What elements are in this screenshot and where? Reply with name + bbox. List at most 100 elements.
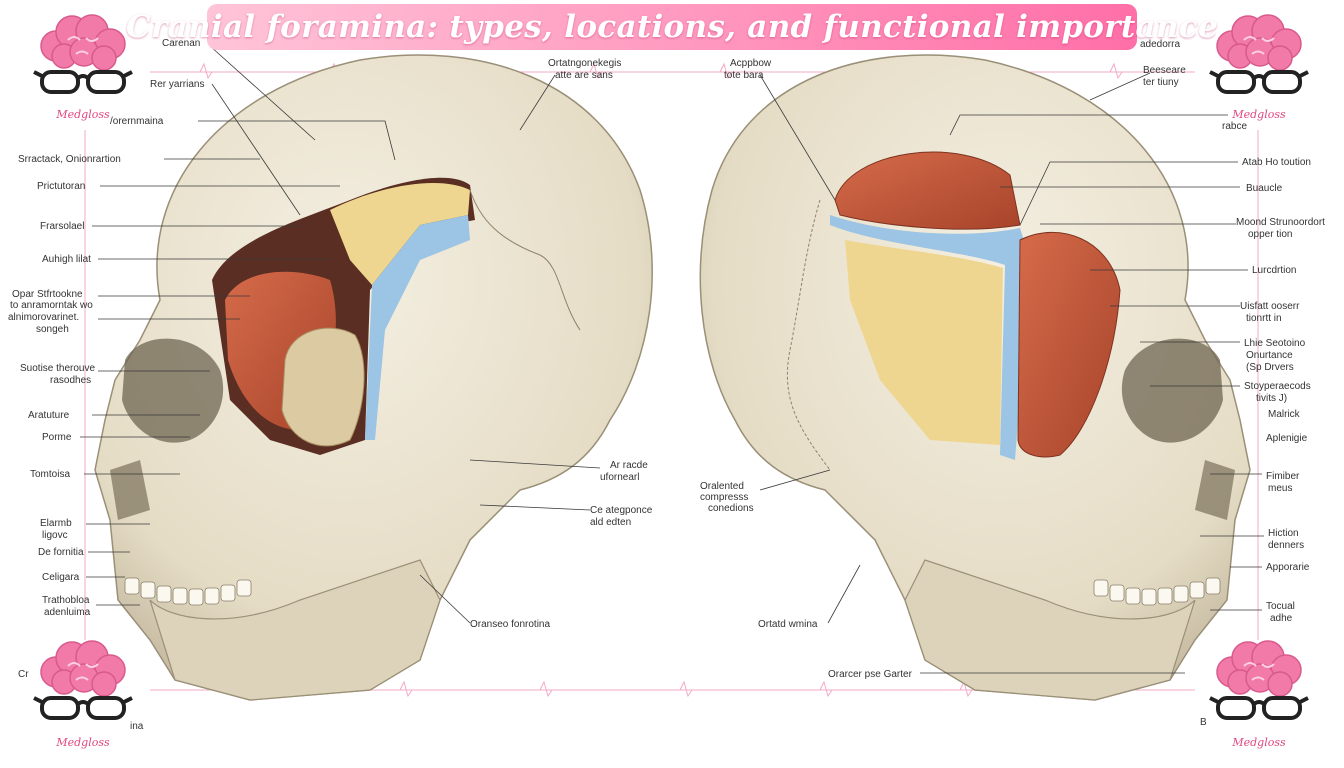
- right-dura: [845, 240, 1003, 445]
- left-orbit: [122, 338, 224, 443]
- label-l9b: rasodhes: [50, 375, 91, 386]
- left-membrane: [365, 215, 470, 440]
- left-labels: Carenan Rer yarrians /orernmaina Srracta…: [8, 38, 204, 732]
- label-l10: Aratuture: [28, 410, 70, 421]
- label-c2b: tote bara: [724, 70, 764, 81]
- right-nasal: [1195, 460, 1235, 520]
- label-l14: De fornitia: [38, 547, 84, 558]
- left-brain-tissue: [281, 327, 365, 447]
- center-labels: Ortatngonekegis atte are sans Acppbow to…: [470, 58, 913, 680]
- label-c6a: Oralented: [700, 481, 744, 492]
- right-orbit: [1121, 338, 1223, 443]
- label-c2a: Acppbow: [730, 58, 772, 69]
- brain-glasses-icon: [1209, 640, 1309, 720]
- label-c1b: atte are sans: [555, 70, 613, 81]
- label-r3: rabce: [1222, 121, 1247, 132]
- brand-logo-top-right: Medgloss: [1204, 10, 1314, 130]
- label-c1a: Ortatngonekegis: [548, 58, 621, 69]
- left-dura: [330, 182, 470, 285]
- left-mandible: [149, 559, 441, 701]
- brand-logo-top-left: Medgloss: [28, 10, 138, 130]
- page-title: Cranial foramina: types, locations, and …: [126, 9, 1218, 45]
- label-l9a: Suotise therouve: [20, 363, 95, 374]
- brain-glasses-icon: [33, 14, 133, 94]
- label-l5: Prictutoran: [37, 181, 85, 192]
- right-teeth: [1093, 577, 1221, 606]
- label-r5: Buaucle: [1246, 183, 1283, 194]
- right-skull: [699, 54, 1251, 701]
- label-c6c: conedions: [708, 503, 754, 514]
- brand-logo-bottom-left: Medgloss: [28, 636, 138, 756]
- label-r16b: adhe: [1270, 613, 1293, 624]
- label-r14b: denners: [1268, 540, 1304, 551]
- label-r10a: Stoyperaecods: [1244, 381, 1311, 392]
- label-c5: Oranseo fonrotina: [470, 619, 550, 630]
- label-r12: Aplenigie: [1266, 433, 1308, 444]
- label-l18: ina: [130, 721, 144, 732]
- label-l3: /orernmaina: [110, 116, 164, 127]
- label-l8a: Opar Stfrtookne: [12, 289, 83, 300]
- label-r1: adedorra: [1140, 39, 1180, 50]
- brain-glasses-icon: [1209, 14, 1309, 94]
- left-teeth: [124, 577, 252, 606]
- label-r17: B: [1200, 717, 1207, 728]
- label-l8d: songeh: [36, 324, 69, 335]
- label-c8: Orarcer pse Garter: [828, 669, 913, 680]
- label-r7: Lurcdrtion: [1252, 265, 1296, 276]
- label-r9b: Onurtance: [1246, 350, 1293, 361]
- label-r11: Malrick: [1268, 409, 1301, 420]
- label-c7: Ortatd wmina: [758, 619, 818, 630]
- label-l17: Cr: [18, 669, 29, 680]
- right-mandible: [904, 559, 1196, 701]
- label-l2: Rer yarrians: [150, 79, 204, 90]
- label-r2b: ter tiuny: [1143, 77, 1179, 88]
- label-c4a: Ce ategponce: [590, 505, 653, 516]
- label-l16a: Trathobloa: [42, 595, 90, 606]
- label-c6b: compresss: [700, 492, 748, 503]
- right-membrane: [830, 215, 1030, 460]
- brand-name: Medgloss: [56, 108, 110, 121]
- label-l4: Srractack, Onionrartion: [18, 154, 121, 165]
- label-r16a: Tocual: [1266, 601, 1295, 612]
- label-l6: Frarsolael: [40, 221, 84, 232]
- left-nasal: [110, 460, 150, 520]
- label-l15: Celigara: [42, 572, 80, 583]
- brand-name: Medgloss: [1232, 736, 1286, 749]
- label-l7: Auhigh lilat: [42, 254, 91, 265]
- title-banner: Cranial foramina: types, locations, and …: [126, 4, 1218, 50]
- label-r6b: opper tion: [1248, 229, 1292, 240]
- label-r4: Atab Ho toution: [1242, 157, 1311, 168]
- label-l13a: Elarmb: [40, 518, 72, 529]
- brand-name: Medgloss: [56, 736, 110, 749]
- label-l12: Tomtoisa: [30, 469, 70, 480]
- label-l1: Carenan: [162, 38, 200, 49]
- right-suture: [786, 199, 831, 471]
- brain-glasses-icon: [33, 640, 133, 720]
- label-c3b: ufornearl: [600, 472, 639, 483]
- label-r6a: Moond Strunoordort: [1236, 217, 1325, 228]
- label-r8b: tionrtt in: [1246, 313, 1282, 324]
- label-r9c: (Sp Drvers: [1246, 362, 1294, 373]
- label-l8b: to anramorntak wo: [10, 300, 93, 311]
- label-l16b: adenluima: [44, 607, 91, 618]
- left-suture: [469, 189, 581, 331]
- label-r14a: Hiction: [1268, 528, 1299, 539]
- label-r13b: meus: [1268, 483, 1292, 494]
- label-l8c: alnimorovarinet.: [8, 312, 79, 323]
- label-c3a: Ar racde: [610, 460, 648, 471]
- label-l13b: ligovc: [42, 530, 68, 541]
- leader-lines: [80, 45, 1264, 674]
- label-l11: Porme: [42, 432, 72, 443]
- label-r9a: Lhie Seotoino: [1244, 338, 1306, 349]
- label-r13a: Fimiber: [1266, 471, 1300, 482]
- right-muscle-upper: [834, 151, 1021, 230]
- right-labels: adedorra Beeseare ter tiuny rabce Atab H…: [1140, 39, 1325, 728]
- right-muscle-lower: [1017, 231, 1121, 458]
- label-r8a: Uisfatt ooserr: [1240, 301, 1300, 312]
- label-r10b: tivits J): [1256, 393, 1287, 404]
- label-r2a: Beeseare: [1143, 65, 1186, 76]
- brand-name: Medgloss: [1232, 108, 1286, 121]
- brand-logo-bottom-right: Medgloss: [1204, 636, 1314, 756]
